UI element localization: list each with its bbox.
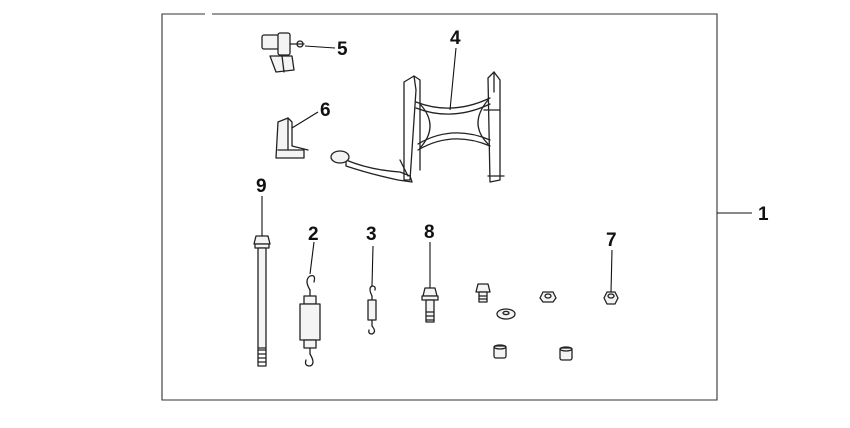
callout-3-label: 3 [366, 224, 377, 245]
collar-right[interactable] [559, 346, 573, 361]
part-9-long-bolt[interactable] [253, 235, 271, 367]
callout-6: 6 [291, 100, 331, 129]
callout-1: 1 [717, 204, 769, 225]
hex-nut[interactable] [539, 291, 557, 303]
callout-7: 7 [606, 230, 617, 293]
callout-8: 8 [424, 222, 435, 288]
callout-3: 3 [366, 224, 377, 287]
callout-2: 2 [308, 224, 319, 275]
callout-4-label: 4 [450, 28, 461, 49]
callout-9-label: 9 [256, 176, 267, 197]
part-5-bracket[interactable] [261, 32, 305, 73]
callout-5-label: 5 [337, 39, 348, 60]
callout-5: 5 [304, 39, 348, 60]
washer[interactable] [496, 308, 516, 320]
callout-6-label: 6 [320, 100, 331, 121]
callout-7-label: 7 [606, 230, 617, 251]
part-8-flange-bolt[interactable] [421, 287, 439, 323]
callout-8-label: 8 [424, 222, 435, 243]
part-7-flange-nut[interactable] [603, 291, 619, 305]
callout-9: 9 [256, 176, 267, 236]
part-2-large-spring[interactable] [299, 274, 321, 367]
diagram-frame [161, 13, 718, 401]
callout-1-label: 1 [758, 204, 769, 225]
collar-left[interactable] [493, 344, 507, 359]
part-4-main-stand[interactable] [330, 71, 505, 183]
callout-2-label: 2 [308, 224, 319, 245]
part-6-plate[interactable] [275, 117, 309, 159]
callout-4: 4 [449, 28, 461, 111]
small-bolt[interactable] [475, 283, 491, 303]
part-3-small-spring[interactable] [367, 285, 377, 335]
